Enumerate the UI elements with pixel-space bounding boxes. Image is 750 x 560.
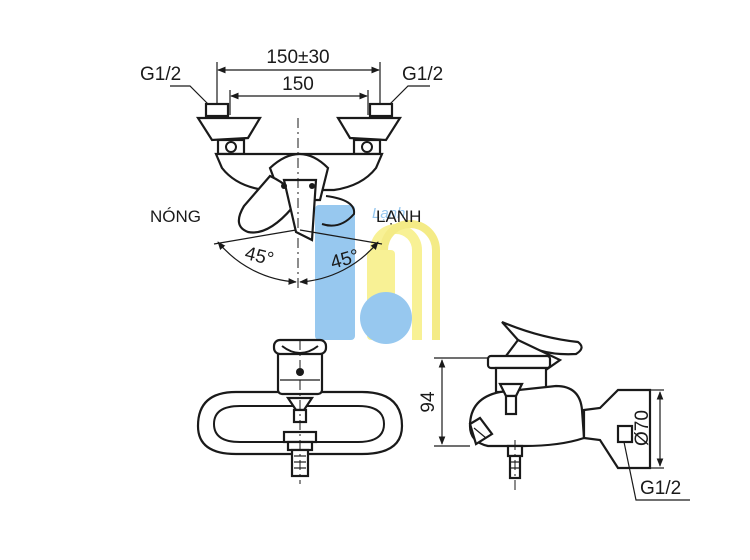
dim-height: 94 [418,391,439,413]
dim-overall-width: 150±30 [266,47,329,68]
front-view [196,338,404,484]
top-view: 150±30 150 G1/2 G1/2 NÓNG LẠNH [140,47,443,288]
thread-label-side: G1/2 [640,478,681,499]
hot-label: NÓNG [150,207,201,226]
dim-inner-width: 150 [282,74,314,95]
thread-label-top-right: G1/2 [402,64,443,85]
angle-left: 45° [243,243,276,270]
cold-label: LẠNH [376,207,421,226]
side-view: 94 Ø70 G1/2 [418,320,690,501]
watermark-text: Lạnh [372,205,405,222]
thread-label-top-left: G1/2 [140,64,181,85]
dim-diameter: Ø70 [632,410,653,446]
